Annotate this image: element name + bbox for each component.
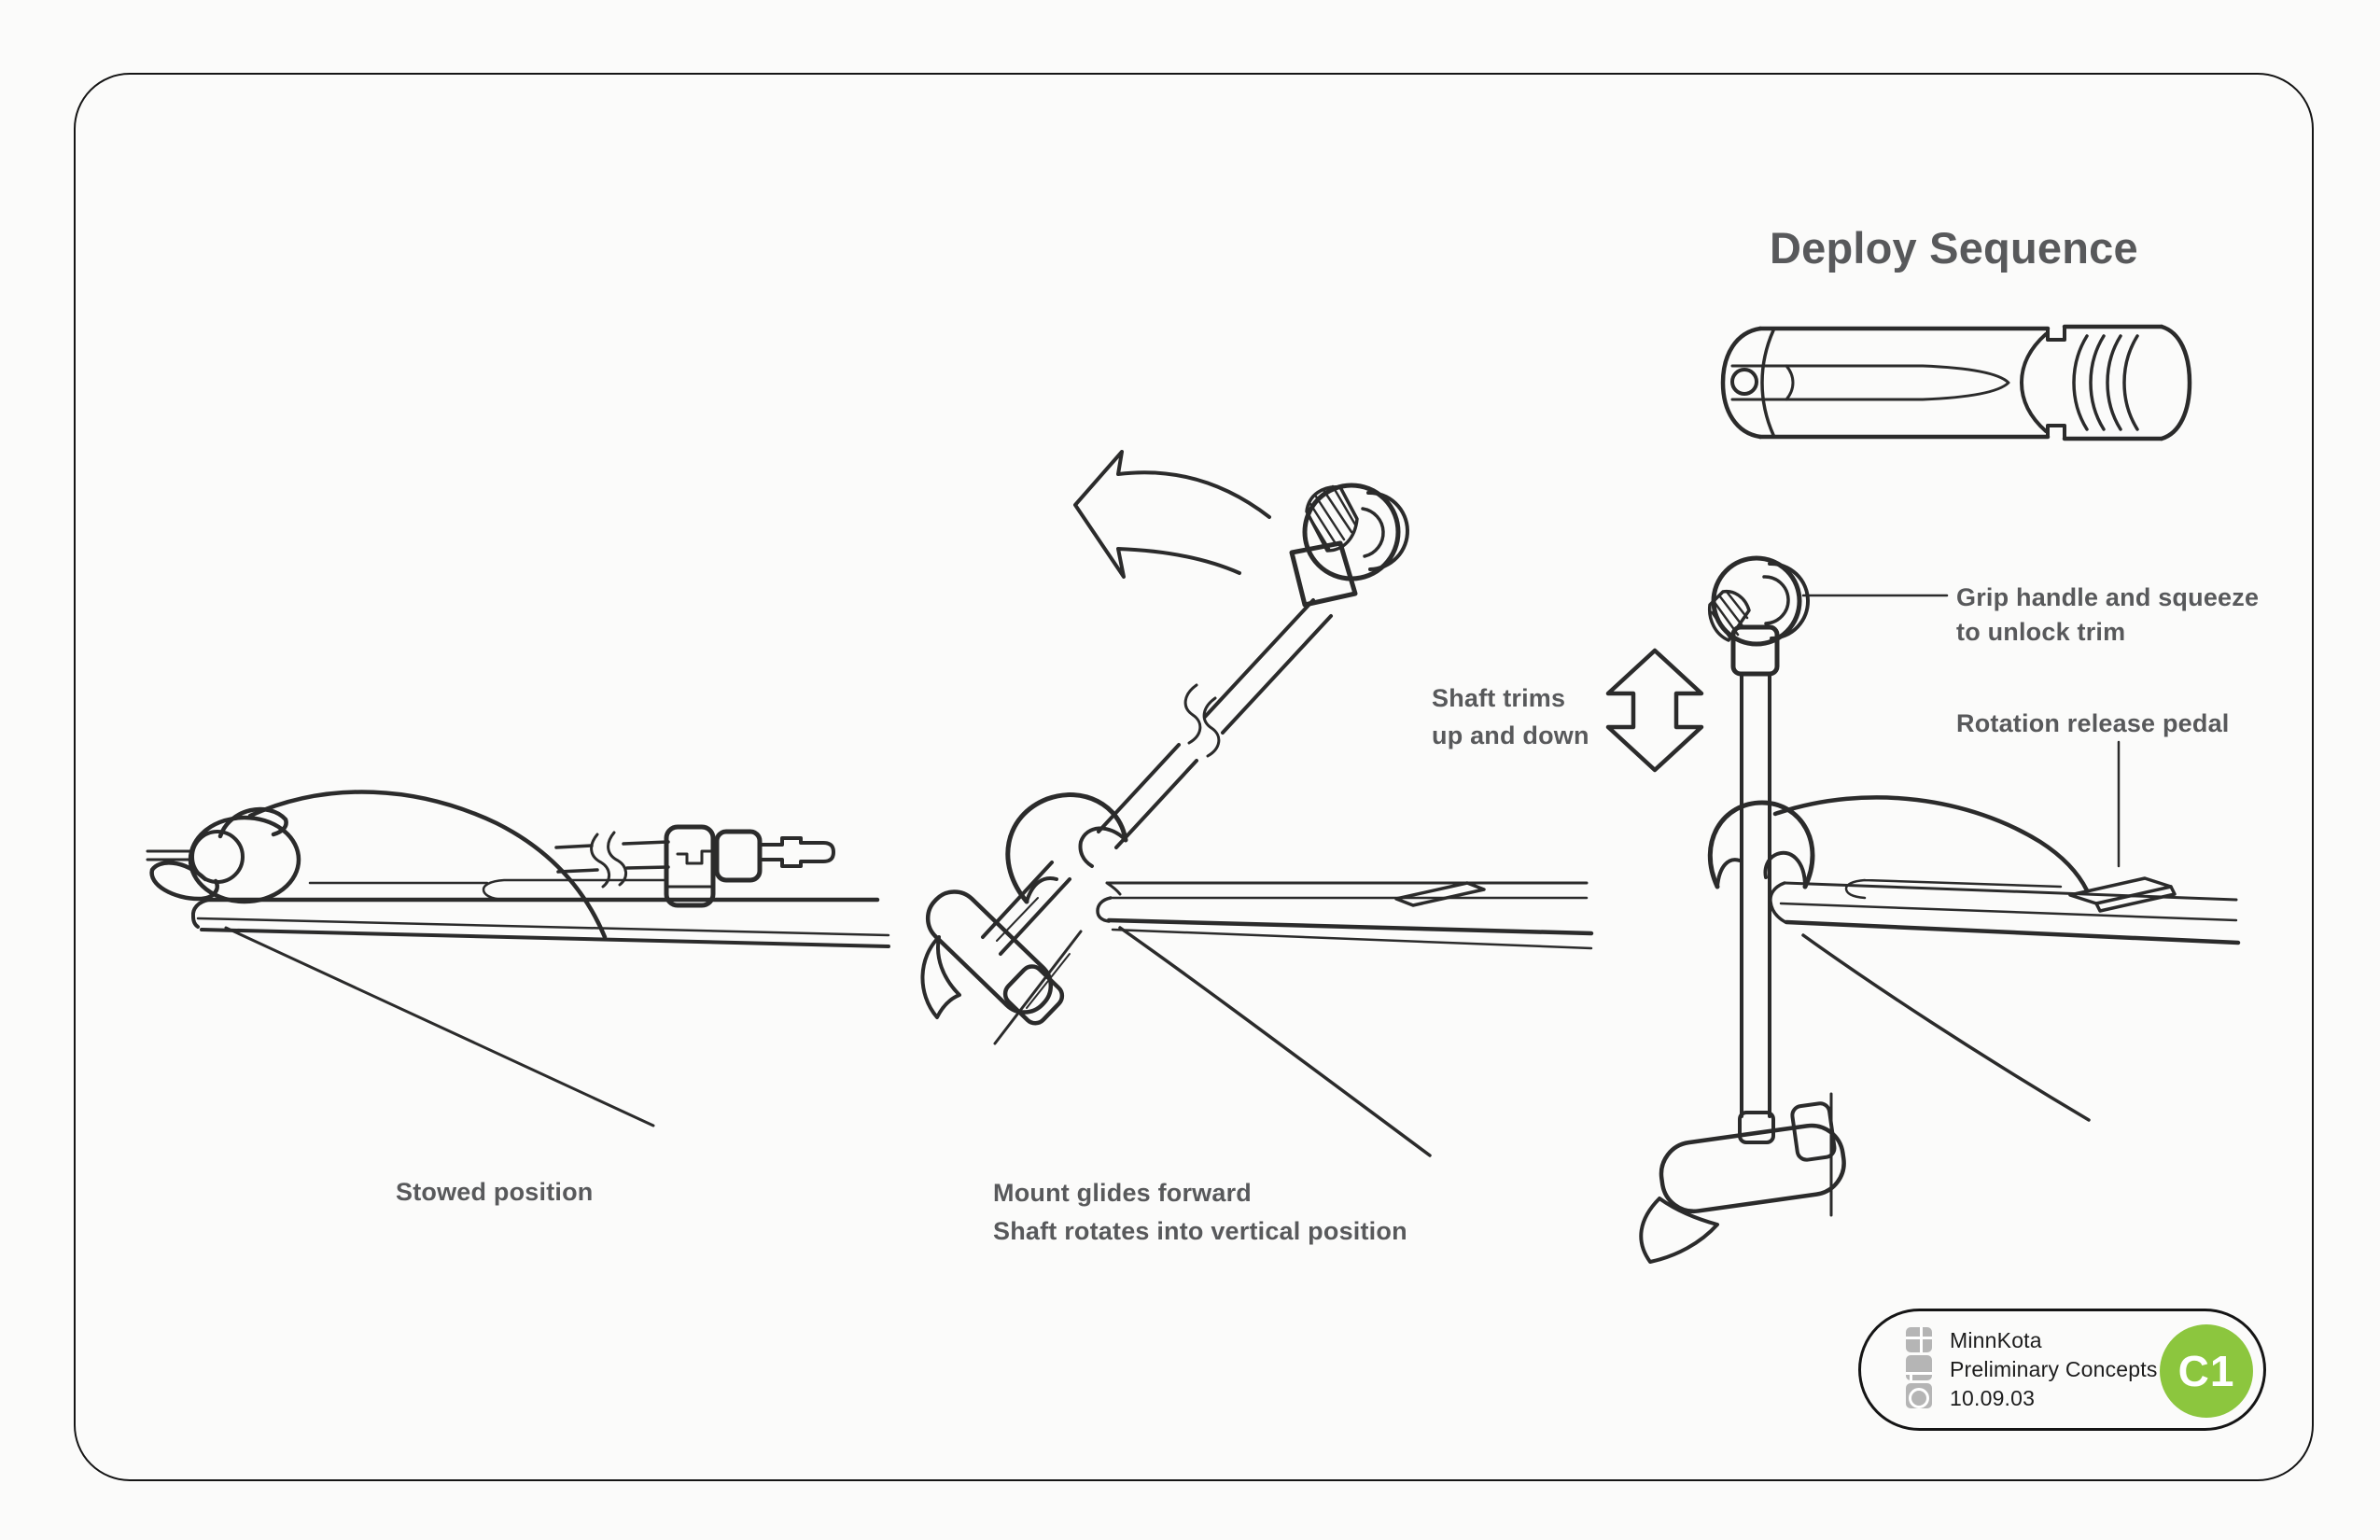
connector bbox=[714, 829, 763, 883]
badge-subtitle: Preliminary Concepts bbox=[1950, 1357, 2158, 1381]
caption-deploying: Mount glides forward Shaft rotates into … bbox=[993, 1179, 1407, 1245]
pod-collar bbox=[1738, 1111, 1775, 1144]
motor-cowl bbox=[247, 790, 608, 940]
badge-date: 10.09.03 bbox=[1950, 1386, 2036, 1410]
vertical-shaft bbox=[1740, 672, 1771, 1118]
grip-hatch bbox=[1707, 589, 1751, 642]
tilted-shaft bbox=[1097, 598, 1333, 849]
badge-text: MinnKota Preliminary Concepts 10.09.03 bbox=[1950, 1326, 2158, 1413]
latch-icon bbox=[676, 849, 713, 865]
annotation-shaft-trims: Shaft trims up and down bbox=[1432, 684, 1589, 749]
glide-mount bbox=[1707, 800, 1815, 889]
skeg-fin bbox=[1639, 1197, 1719, 1264]
logo-circle-icon bbox=[1906, 1383, 1932, 1408]
page-title: Deploy Sequence bbox=[1770, 223, 2138, 273]
deploying-drawing bbox=[920, 450, 1594, 1157]
project-badge: MinnKota Preliminary Concepts 10.09.03 C… bbox=[1858, 1309, 2266, 1431]
release-pedal bbox=[2068, 876, 2177, 913]
mount-bracket bbox=[664, 824, 716, 908]
shaft-break-mark bbox=[1183, 683, 1221, 758]
hull-edge bbox=[224, 926, 655, 1127]
release-pedal bbox=[1394, 881, 1486, 907]
deployed-drawing bbox=[1605, 555, 2241, 1264]
logo-grid-icon bbox=[1906, 1327, 1932, 1352]
shaft-collar bbox=[1289, 540, 1358, 608]
handle-detail-drawing bbox=[1720, 324, 2192, 441]
grip-hatch bbox=[1305, 484, 1359, 553]
motor-pod bbox=[1659, 1101, 1846, 1214]
lock-button bbox=[1730, 368, 1758, 396]
slide-rod bbox=[1730, 364, 2010, 401]
badge-company: MinnKota bbox=[1950, 1328, 2042, 1352]
rotate-left-arrow-icon bbox=[1073, 450, 1271, 579]
hull-edge bbox=[1801, 933, 2091, 1122]
annotation-rotation-pedal: Rotation release pedal bbox=[1956, 709, 2230, 737]
glide-mount bbox=[1005, 792, 1128, 904]
plug-pin bbox=[758, 836, 835, 868]
shaft-break-mark bbox=[590, 831, 627, 889]
propeller-blade-bottom bbox=[149, 861, 219, 902]
minnkota-logo bbox=[1906, 1327, 1932, 1411]
annotation-grip-handle: Grip handle and squeeze to unlock trim bbox=[1956, 583, 2260, 646]
logo-lines-icon bbox=[1906, 1355, 1932, 1380]
stowed-position-drawing bbox=[146, 790, 890, 1127]
prop-blade-line bbox=[993, 930, 1083, 1045]
sheet-border bbox=[74, 73, 2314, 1481]
caption-stowed-position: Stowed position bbox=[396, 1178, 594, 1206]
trim-up-down-arrow-icon bbox=[1605, 648, 1704, 773]
skeg-fin bbox=[920, 935, 961, 1019]
hull-edge bbox=[1118, 926, 1432, 1157]
propeller-blade-top bbox=[217, 806, 288, 839]
shaft-collar bbox=[1730, 624, 1780, 677]
stowed-shaft bbox=[554, 840, 670, 874]
motor-cowl bbox=[1772, 795, 2090, 893]
concept-code-badge: C1 bbox=[2160, 1324, 2253, 1418]
